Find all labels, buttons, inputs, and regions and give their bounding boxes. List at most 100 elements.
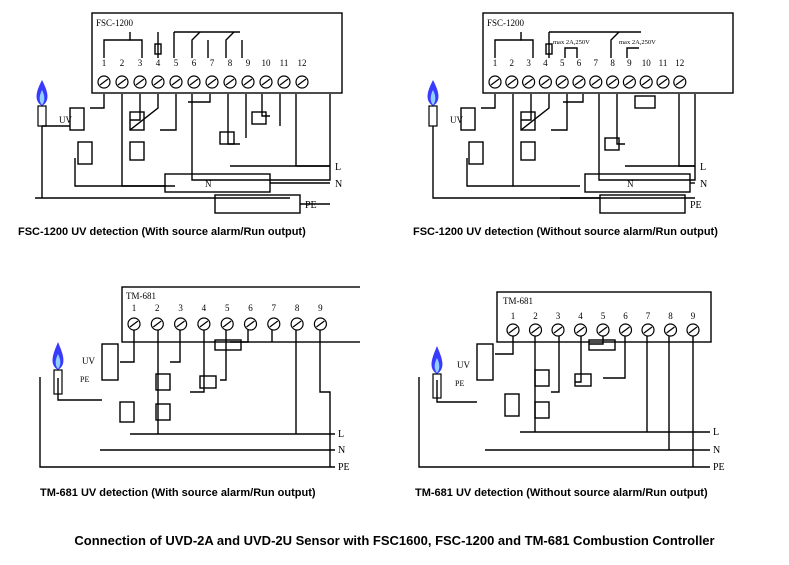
terminal-number: 10 (642, 58, 652, 68)
terminal-number: 3 (138, 58, 143, 68)
terminal-screw-slot (269, 320, 279, 328)
line-l-label: L (700, 162, 706, 173)
terminal-screw-slot (292, 320, 302, 328)
terminal-number: 6 (623, 311, 628, 321)
rating-label: max 2A,250V (553, 39, 590, 46)
uv-sensor-label: UV (82, 356, 95, 366)
flame-icon (36, 80, 48, 127)
caption-tm681-with-alarm: TM-681 UV detection (With source alarm/R… (40, 487, 316, 499)
terminal-number: 2 (533, 311, 538, 321)
terminal-screw-slot (152, 320, 162, 328)
terminal-number: 11 (280, 58, 289, 68)
controller-label: TM-681 (503, 296, 533, 306)
terminal-screw-slot (135, 78, 145, 86)
flame-icon (431, 346, 443, 399)
uv-sensor-label: UV (450, 115, 463, 125)
terminal-number: 2 (120, 58, 125, 68)
terminal-number: 8 (228, 58, 233, 68)
terminal-screw-slot (666, 326, 675, 334)
terminal-number: 7 (594, 58, 599, 68)
terminal-number: 1 (511, 311, 516, 321)
terminal-number: 8 (610, 58, 615, 68)
terminal-number: 3 (178, 303, 183, 313)
rating-label: max 2A,250V (619, 39, 656, 46)
terminal-screw-slot (576, 326, 585, 334)
terminal-screw-slot (171, 78, 181, 86)
terminal-number: 3 (526, 58, 531, 68)
terminal-number: 5 (601, 311, 606, 321)
terminal-screw-slot (199, 320, 209, 328)
terminal-screw-slot (207, 78, 217, 86)
line-l-label: L (338, 429, 344, 440)
terminal-screw-slot (261, 78, 271, 86)
terminal-number: 12 (675, 58, 684, 68)
terminal-screw-slot (508, 326, 518, 334)
terminal-screw-slot (598, 326, 608, 334)
line-l-label: L (335, 162, 341, 173)
caption-fsc1200-without-alarm: FSC-1200 UV detection (Without source al… (413, 226, 718, 238)
neutral-block-label: N (627, 179, 634, 189)
terminal-number: 10 (262, 58, 272, 68)
terminal-number: 9 (691, 311, 696, 321)
terminal-screw-slot (490, 78, 500, 86)
terminal-number: 5 (225, 303, 230, 313)
terminal-screw-slot (574, 78, 584, 86)
terminal-screw-slot (675, 78, 685, 86)
line-n-label: N (335, 179, 342, 190)
neutral-block-label: N (205, 179, 212, 189)
terminal-screw-slot (117, 78, 127, 86)
line-pe-label: PE (690, 200, 702, 211)
terminal-screw-slot (316, 320, 325, 328)
terminal-screw-slot (246, 320, 255, 328)
flame-icon (52, 342, 64, 395)
terminal-screw-slot (99, 78, 109, 86)
terminal-screw-slot (608, 78, 617, 86)
terminal-screw-slot (591, 78, 601, 86)
terminal-number: 11 (659, 58, 668, 68)
terminal-screw-slot (153, 78, 163, 86)
terminal-screw-slot (688, 326, 698, 334)
terminal-screw-slot (557, 78, 567, 86)
line-l-label: L (713, 427, 719, 438)
line-pe-label: PE (305, 200, 317, 211)
line-pe-label: PE (713, 462, 725, 473)
terminal-number: 1 (102, 58, 107, 68)
terminal-number: 1 (493, 58, 498, 68)
terminal-number: 5 (560, 58, 565, 68)
flame-icon (427, 80, 439, 127)
controller-label: FSC-1200 (96, 18, 134, 28)
terminal-number: 7 (210, 58, 215, 68)
terminal-number: 4 (543, 58, 548, 68)
terminal-number: 1 (132, 303, 137, 313)
terminal-screw-slot (658, 78, 668, 86)
controller-label: FSC-1200 (487, 18, 525, 28)
terminal-screw-slot (641, 78, 651, 86)
caption-fsc1200-with-alarm: FSC-1200 UV detection (With source alarm… (18, 226, 306, 238)
pe-pin-label: PE (455, 379, 464, 388)
terminal-number: 4 (156, 58, 161, 68)
terminal-screw-slot (225, 78, 235, 86)
terminal-number: 9 (627, 58, 632, 68)
terminal-screw-slot (507, 78, 517, 86)
line-pe-label: PE (338, 462, 350, 473)
line-n-label: N (338, 445, 345, 456)
terminal-screw-slot (531, 326, 540, 334)
terminal-number: 6 (248, 303, 253, 313)
terminal-number: 2 (510, 58, 515, 68)
terminal-screw-slot (625, 78, 634, 86)
terminal-screw-slot (129, 320, 139, 328)
terminal-number: 12 (298, 58, 307, 68)
terminal-screw-slot (297, 78, 307, 86)
pe-pin-label: PE (80, 375, 89, 384)
terminal-number: 6 (192, 58, 197, 68)
terminal-screw-slot (553, 326, 563, 334)
terminal-screw-slot (243, 78, 253, 86)
terminal-number: 8 (668, 311, 673, 321)
caption-tm681-without-alarm: TM-681 UV detection (Without source alar… (415, 487, 708, 499)
